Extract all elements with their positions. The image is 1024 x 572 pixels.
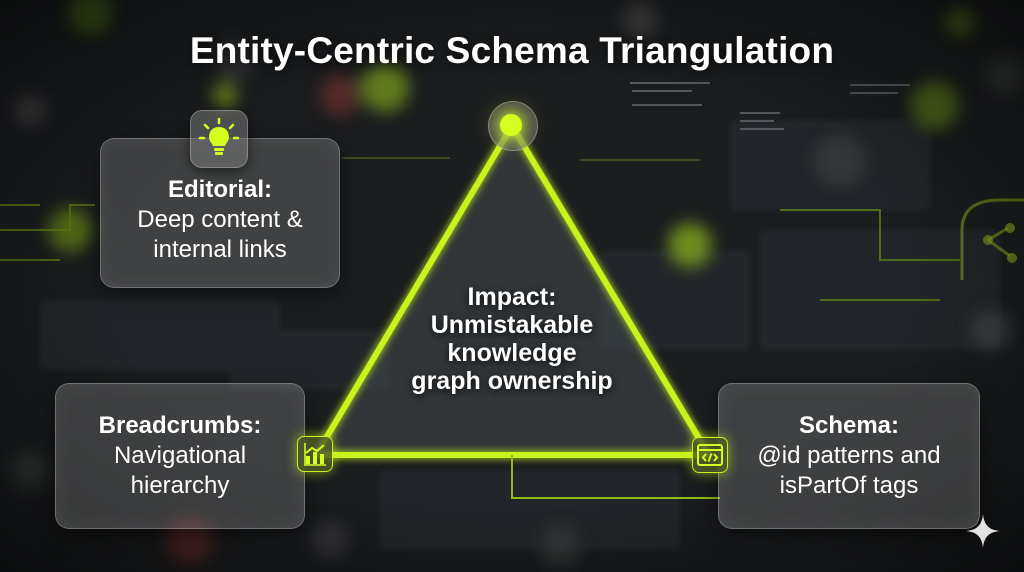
impact-line-4: graph ownership [411,367,613,395]
editorial-heading: Editorial: [167,176,272,203]
impact-line-3: knowledge [447,339,577,367]
schema-line-2: isPartOf tags [779,472,919,499]
code-window-icon [692,437,728,473]
diagram-title: Entity-Centric Schema Triangulation [189,30,835,71]
schema-line-1: @id patterns and [757,442,941,469]
apex-dot-icon [500,114,522,136]
breadcrumbs-heading: Breadcrumbs: [98,412,262,439]
lightbulb-icon [190,110,248,168]
bar-chart-icon [297,436,333,472]
impact-statement: Impact: Unmistakable knowledge graph own… [385,283,639,395]
breadcrumbs-card: Breadcrumbs: Navigational hierarchy [55,383,305,529]
schema-card: Schema: @id patterns and isPartOf tags [718,383,980,529]
breadcrumbs-line-2: hierarchy [130,472,230,499]
breadcrumbs-line-1: Navigational [113,442,247,469]
sparkle-icon [966,514,1000,548]
editorial-line-1: Deep content & [137,206,303,233]
impact-line-2: Unmistakable [430,311,594,339]
schema-heading: Schema: [798,412,900,439]
editorial-line-2: internal links [153,236,287,263]
impact-line-1: Impact: [467,283,557,311]
